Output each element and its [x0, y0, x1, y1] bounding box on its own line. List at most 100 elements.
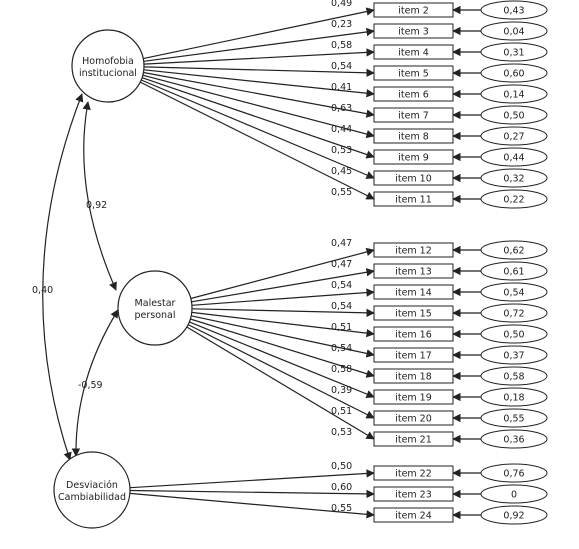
- item-label: item 13: [395, 267, 432, 278]
- factor-label-malestar: Malestar: [135, 298, 176, 309]
- item-label: item 9: [398, 153, 429, 164]
- loading-arrow-3: [143, 48, 375, 65]
- item-label: item 10: [395, 174, 432, 185]
- loading-label: 0,51: [331, 406, 352, 417]
- error-label: 0,72: [503, 309, 524, 320]
- item-box: [373, 242, 454, 258]
- item-label: item 16: [395, 330, 432, 341]
- error-ellipse: [480, 105, 548, 125]
- loading-arrow-22: [129, 489, 375, 499]
- loading-arrow-6: [143, 71, 375, 118]
- item-box: [373, 347, 454, 363]
- item-box: [373, 305, 454, 321]
- error-label: 0: [511, 490, 517, 501]
- error-ellipse: [480, 387, 548, 407]
- loading-label: 0,41: [331, 82, 352, 93]
- error-label: 0,04: [503, 27, 524, 38]
- error-ellipse: [480, 261, 548, 281]
- item-label: item 5: [398, 69, 429, 80]
- error-ellipse: [480, 408, 548, 428]
- error-label: 0,31: [503, 48, 524, 59]
- error-ellipse: [480, 168, 548, 188]
- item-box: [373, 507, 454, 523]
- item-box: [373, 86, 454, 102]
- item-box: [373, 326, 454, 342]
- loading-arrow-8: [141, 77, 375, 159]
- error-ellipse: [480, 126, 548, 146]
- item-box: [373, 389, 454, 405]
- item-label: item 24: [395, 511, 432, 522]
- loading-label: 0,51: [331, 322, 352, 333]
- loading-label: 0,53: [331, 427, 352, 438]
- error-label: 0,60: [503, 69, 524, 80]
- error-ellipse: [480, 484, 548, 504]
- item-label: item 14: [395, 288, 432, 299]
- factor-desviacion: [53, 451, 131, 529]
- loading-arrow-1: [143, 7, 375, 60]
- loading-label: 0,53: [331, 145, 352, 156]
- error-ellipse: [480, 63, 548, 83]
- item-label: item 22: [395, 469, 432, 480]
- error-ellipse: [480, 240, 548, 260]
- loading-label: 0,55: [331, 187, 352, 198]
- correlation-arrow: [42, 93, 84, 461]
- error-label: 0,14: [503, 90, 524, 101]
- loading-label: 0,63: [331, 103, 352, 114]
- error-label: 0,76: [503, 469, 524, 480]
- item-box: [373, 65, 454, 81]
- error-label: 0,55: [503, 414, 524, 425]
- item-label: item 15: [395, 309, 432, 320]
- loading-label: 0,54: [331, 280, 352, 291]
- loading-label: 0,45: [331, 166, 352, 177]
- item-label: item 11: [395, 195, 432, 206]
- item-box: [373, 2, 454, 18]
- item-box: [373, 44, 454, 60]
- error-label: 0,22: [503, 195, 524, 206]
- item-label: item 3: [398, 27, 429, 38]
- error-label: 0,32: [503, 174, 524, 185]
- error-label: 0,43: [503, 6, 524, 17]
- error-ellipse: [480, 21, 548, 41]
- item-box: [373, 149, 454, 165]
- loading-arrow-11: [190, 247, 375, 300]
- loading-arrow-19: [187, 324, 375, 419]
- item-box: [373, 263, 454, 279]
- error-label: 0,50: [503, 330, 524, 341]
- loading-label: 0,54: [331, 61, 352, 72]
- loading-arrow-5: [143, 69, 375, 98]
- item-box: [373, 368, 454, 384]
- item-box: [373, 486, 454, 502]
- loading-arrow-9: [140, 79, 375, 179]
- loading-label: 0,54: [331, 343, 352, 354]
- loading-arrow-17: [190, 318, 375, 378]
- item-label: item 8: [398, 132, 429, 143]
- correlation-label: 0,92: [86, 200, 107, 211]
- item-box: [373, 431, 454, 447]
- item-box: [373, 284, 454, 300]
- item-label: item 18: [395, 372, 432, 383]
- error-label: 0,54: [503, 288, 524, 299]
- loading-arrow-23: [129, 492, 375, 519]
- item-label: item 20: [395, 414, 432, 425]
- factor-label-desviacion: Desviación: [66, 480, 118, 491]
- error-ellipse: [480, 147, 548, 167]
- error-label: 0,61: [503, 267, 524, 278]
- loading-label: 0,44: [331, 124, 352, 135]
- error-ellipse: [480, 505, 548, 525]
- factor-malestar: [117, 270, 193, 346]
- loading-arrow-10: [139, 81, 375, 200]
- loading-label: 0,55: [331, 503, 352, 514]
- loading-arrow-14: [191, 308, 375, 318]
- error-label: 0,62: [503, 246, 524, 257]
- error-label: 0,37: [503, 351, 524, 362]
- factor-label-homofobia: Homofobia: [82, 56, 134, 67]
- error-ellipse: [480, 42, 548, 62]
- loading-arrow-7: [142, 74, 375, 139]
- error-ellipse: [480, 324, 548, 344]
- loading-label: 0,47: [331, 238, 352, 249]
- loading-label: 0,60: [331, 482, 352, 493]
- item-box: [373, 170, 454, 186]
- error-ellipse: [480, 84, 548, 104]
- item-box: [373, 191, 454, 207]
